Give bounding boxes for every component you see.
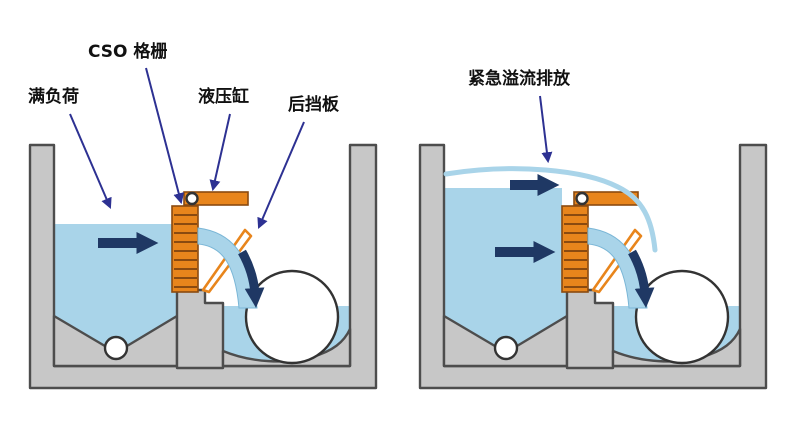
drum-pipe-circle (244, 269, 340, 365)
tank-shell (28, 143, 378, 390)
discharge-flow-arrow (628, 249, 655, 308)
inlet-chamber-water (444, 188, 567, 349)
sump-pipe-circle (493, 335, 519, 361)
label-back-baffle: 后挡板 (257, 94, 340, 230)
cso-screen-grate (561, 205, 589, 293)
back-baffle-label: 后挡板 (288, 94, 340, 115)
center-pedestal (175, 288, 225, 370)
discharge-stream (587, 227, 648, 309)
label-hydraulic-cylinder: 液压缸 (198, 86, 249, 192)
emergency-overflow-pointer-arrow (539, 95, 553, 164)
hydraulic-cylinder-label: 液压缸 (198, 86, 249, 107)
label-full-load: 满负荷 (28, 86, 112, 210)
pivot-circle (575, 191, 589, 206)
label-emergency-overflow: 紧急溢流排放 (468, 68, 571, 164)
cso-screen-grate (171, 205, 199, 293)
discharge-stream (197, 227, 258, 309)
sump-pipe-circle (103, 335, 129, 361)
screen-gate-assembly (171, 191, 253, 294)
back-baffle-pointer-arrow (257, 121, 305, 230)
pivot-circle (185, 191, 199, 206)
emergency-overflow-label: 紧急溢流排放 (468, 68, 571, 89)
emergency-overflow-stream (443, 166, 658, 253)
full-load-pointer-arrow (69, 113, 112, 210)
label-cso-screen: CSO 格栅 (88, 41, 185, 205)
cso-screen-label: CSO 格栅 (88, 41, 167, 62)
right-panel: 紧急溢流排放 (418, 68, 768, 390)
discharge-flow-arrow (238, 249, 265, 308)
cso-screen-pointer-arrow (145, 67, 185, 205)
full-load-label: 满负荷 (28, 86, 79, 107)
center-pedestal (565, 288, 615, 370)
left-panel: 满负荷 CSO 格栅 液压缸 后挡板 (28, 41, 378, 390)
tank-shell (418, 143, 768, 390)
grate-bars (564, 214, 587, 288)
grate-bars (174, 214, 197, 288)
inlet-chamber-water (54, 224, 177, 349)
hydraulic-cylinder-pointer-arrow (209, 113, 231, 192)
drum-pipe-circle (634, 269, 730, 365)
